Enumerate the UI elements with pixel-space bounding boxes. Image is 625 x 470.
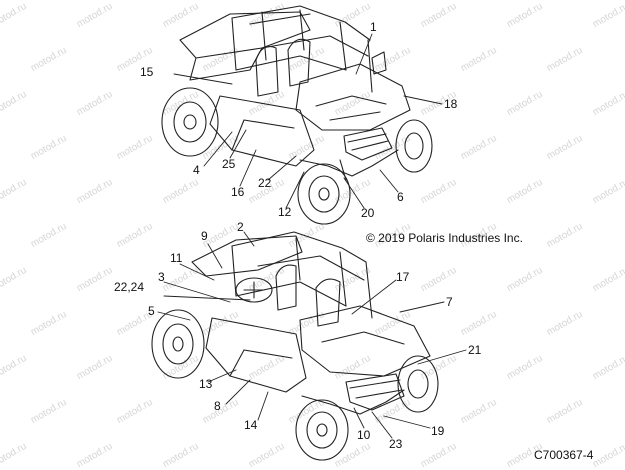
callout-label: 7 — [446, 295, 453, 309]
callout-label: 2 — [237, 220, 244, 234]
callout-label: 18 — [444, 97, 458, 111]
callout-label: 23 — [389, 437, 403, 451]
leader-lines — [157, 33, 467, 439]
callout-label: 5 — [148, 304, 155, 318]
callout-label: 25 — [222, 157, 236, 171]
copyright-notice: © 2019 Polaris Industries Inc. — [366, 231, 523, 245]
callout-label: 13 — [199, 377, 213, 391]
callout-label: 15 — [140, 65, 154, 79]
callout-label: 11 — [170, 251, 183, 265]
callout-label: 1 — [370, 20, 377, 34]
callout-label: 10 — [357, 428, 371, 442]
top-vehicle-drawing — [161, 5, 433, 225]
callout-label: 17 — [396, 270, 410, 284]
callout-label: 4 — [193, 163, 200, 177]
bottom-vehicle-drawing — [151, 231, 439, 461]
callout-label: 9 — [201, 229, 208, 243]
callout-label: 3 — [158, 270, 165, 284]
callout-label: 22 — [258, 176, 272, 190]
callout-label: 16 — [231, 185, 245, 199]
callout-label: 6 — [397, 190, 404, 204]
callout-label: 20 — [361, 206, 375, 220]
figure-code: C700367-4 — [534, 448, 594, 462]
callout-label: 14 — [244, 418, 258, 432]
callout-label: 12 — [278, 205, 292, 219]
callout-label: 21 — [468, 343, 482, 357]
callout-label: 19 — [431, 424, 445, 438]
callout-label: 8 — [214, 399, 221, 413]
callout-label: 22,24 — [114, 280, 145, 294]
